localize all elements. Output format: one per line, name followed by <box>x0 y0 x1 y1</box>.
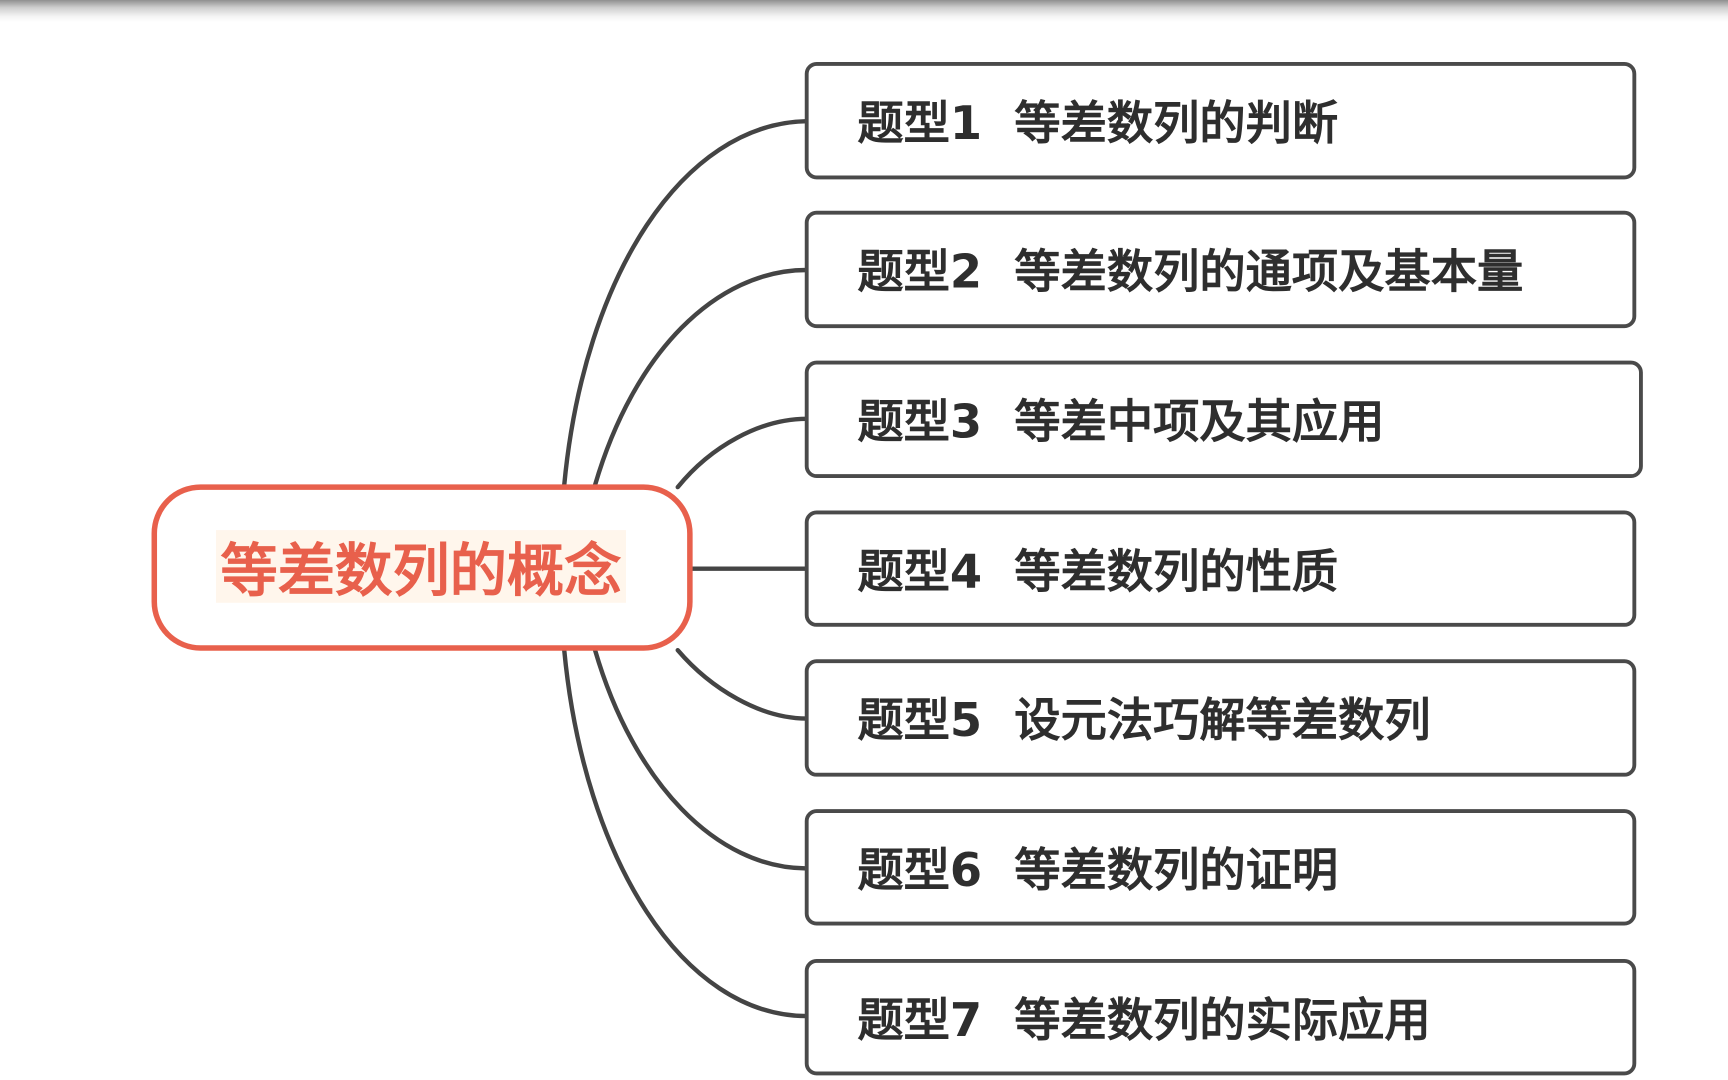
branch-node-3-label: 题型3 等差中项及其应用 <box>857 395 1384 449</box>
branch-node-4-frame <box>804 510 1637 627</box>
branch-node-5-label: 题型5 设元法巧解等差数列 <box>857 693 1430 747</box>
branch-node-4-label: 题型4 等差数列的性质 <box>857 544 1338 598</box>
branch-node-7[interactable]: 题型7 等差数列的实际应用 <box>804 959 1637 1076</box>
branch-node-6-label: 题型6 等差数列的证明 <box>857 843 1338 897</box>
connector-3 <box>675 416 809 490</box>
branch-node-5-frame <box>804 659 1637 777</box>
connector-7 <box>562 648 809 1019</box>
branch-node-4[interactable]: 题型4 等差数列的性质 <box>804 510 1637 627</box>
branch-node-1-frame <box>804 61 1637 180</box>
branch-node-5[interactable]: 题型5 设元法巧解等差数列 <box>804 659 1637 777</box>
branch-node-1-label: 题型1 等差数列的判断 <box>857 96 1338 150</box>
branch-node-2[interactable]: 题型2 等差数列的通项及基本量 <box>804 210 1637 329</box>
connectors <box>562 119 809 1019</box>
branch-node-6-frame <box>804 809 1637 926</box>
branch-node-2-frame <box>804 210 1637 329</box>
connector-1 <box>562 119 809 488</box>
connector-5 <box>675 648 809 721</box>
branch-node-3-frame <box>804 360 1643 479</box>
connector-2 <box>592 267 809 488</box>
central-node-label: 等差数列的概念 <box>220 538 621 605</box>
branch-node-2-label: 题型2 等差数列的通项及基本量 <box>857 245 1523 299</box>
branch-node-3[interactable]: 题型3 等差中项及其应用 <box>804 360 1643 479</box>
branch-node-6[interactable]: 题型6 等差数列的证明 <box>804 809 1637 926</box>
central-text-highlight <box>216 530 626 603</box>
top-window-shadow <box>0 0 1728 22</box>
central-node[interactable]: 等差数列的概念 <box>151 484 693 651</box>
branch-node-7-frame <box>804 959 1637 1076</box>
connector-6 <box>592 648 809 871</box>
branch-node-1[interactable]: 题型1 等差数列的判断 <box>804 61 1637 180</box>
branch-node-7-label: 题型7 等差数列的实际应用 <box>857 993 1430 1047</box>
